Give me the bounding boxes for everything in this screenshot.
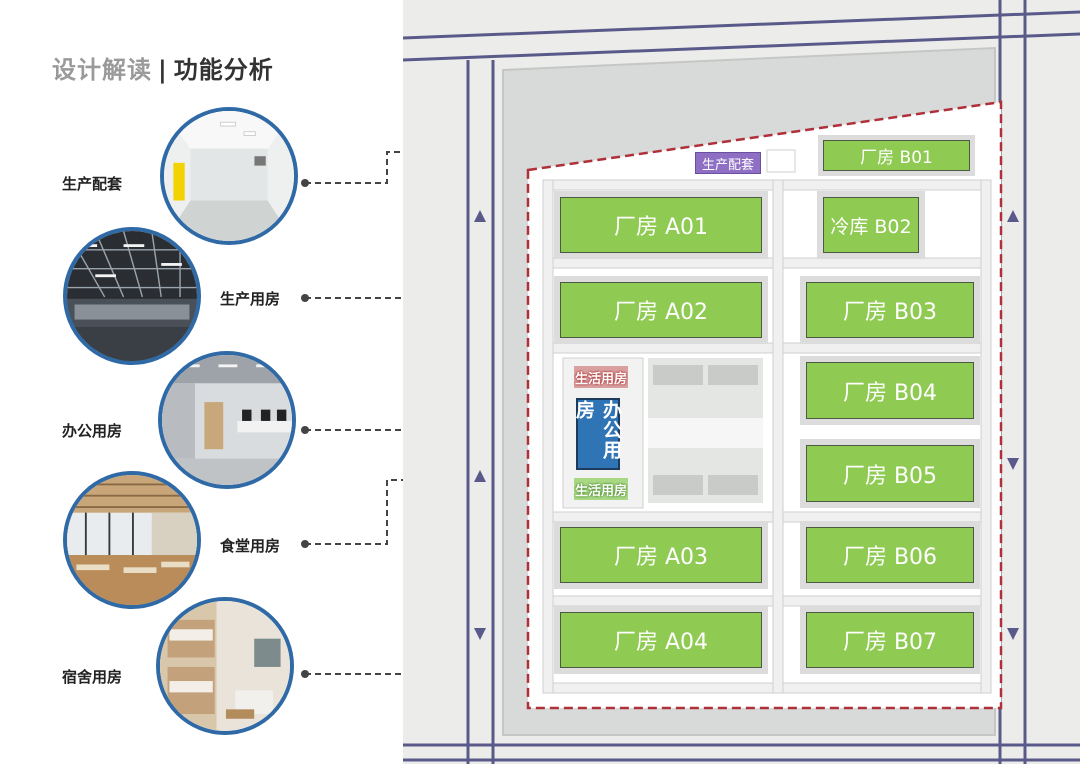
building-b01: 厂房 B01 bbox=[823, 140, 970, 171]
building-b02: 冷库 B02 bbox=[823, 197, 919, 253]
category-label-dormitory: 宿舍用房 bbox=[62, 668, 123, 686]
connector-dot bbox=[301, 670, 309, 678]
connector-dot bbox=[301, 426, 309, 434]
photo-dormitory bbox=[156, 597, 294, 735]
dormitory-interior-image bbox=[160, 601, 290, 731]
building-b07: 厂房 B07 bbox=[806, 612, 974, 668]
building-b06: 厂房 B06 bbox=[806, 527, 974, 583]
category-label-canteen: 食堂用房 bbox=[220, 537, 281, 555]
category-label-production-building: 生产用房 bbox=[220, 290, 281, 308]
life-building-upper: 生活用房 bbox=[574, 366, 628, 388]
site-plan: 厂房 A01 厂房 A02 厂房 A03 厂房 A04 厂房 B01 冷库 B0… bbox=[403, 0, 1080, 764]
category-label-office: 办公用房 bbox=[62, 422, 123, 440]
photo-office bbox=[158, 351, 296, 489]
photo-canteen bbox=[63, 471, 201, 609]
building-b05: 厂房 B05 bbox=[806, 445, 974, 502]
factory-interior-image bbox=[67, 231, 197, 361]
building-a01: 厂房 A01 bbox=[560, 197, 762, 253]
building-a02: 厂房 A02 bbox=[560, 282, 762, 338]
photo-production-support bbox=[160, 107, 298, 245]
title-part2: 功能分析 bbox=[173, 56, 274, 84]
building-a03: 厂房 A03 bbox=[560, 527, 762, 583]
connector-dot bbox=[301, 294, 309, 302]
title-separator: | bbox=[158, 56, 168, 84]
empty-room-image bbox=[164, 111, 294, 241]
title-part1: 设计解读 bbox=[52, 56, 152, 84]
life-building-lower: 生活用房 bbox=[574, 478, 628, 500]
category-label-production-support: 生产配套 bbox=[62, 175, 123, 193]
building-b04: 厂房 B04 bbox=[806, 362, 974, 419]
connector-dot bbox=[301, 179, 309, 187]
support-building: 生产配套 bbox=[695, 152, 761, 174]
office-interior-image bbox=[162, 355, 292, 485]
connector-dot bbox=[301, 540, 309, 548]
page-title: 设计解读|功能分析 bbox=[52, 50, 274, 85]
office-building: 办公用房 bbox=[573, 398, 622, 470]
photo-production-building bbox=[63, 227, 201, 365]
canteen-interior-image bbox=[67, 475, 197, 605]
building-a04: 厂房 A04 bbox=[560, 612, 762, 668]
building-b03: 厂房 B03 bbox=[806, 282, 974, 338]
